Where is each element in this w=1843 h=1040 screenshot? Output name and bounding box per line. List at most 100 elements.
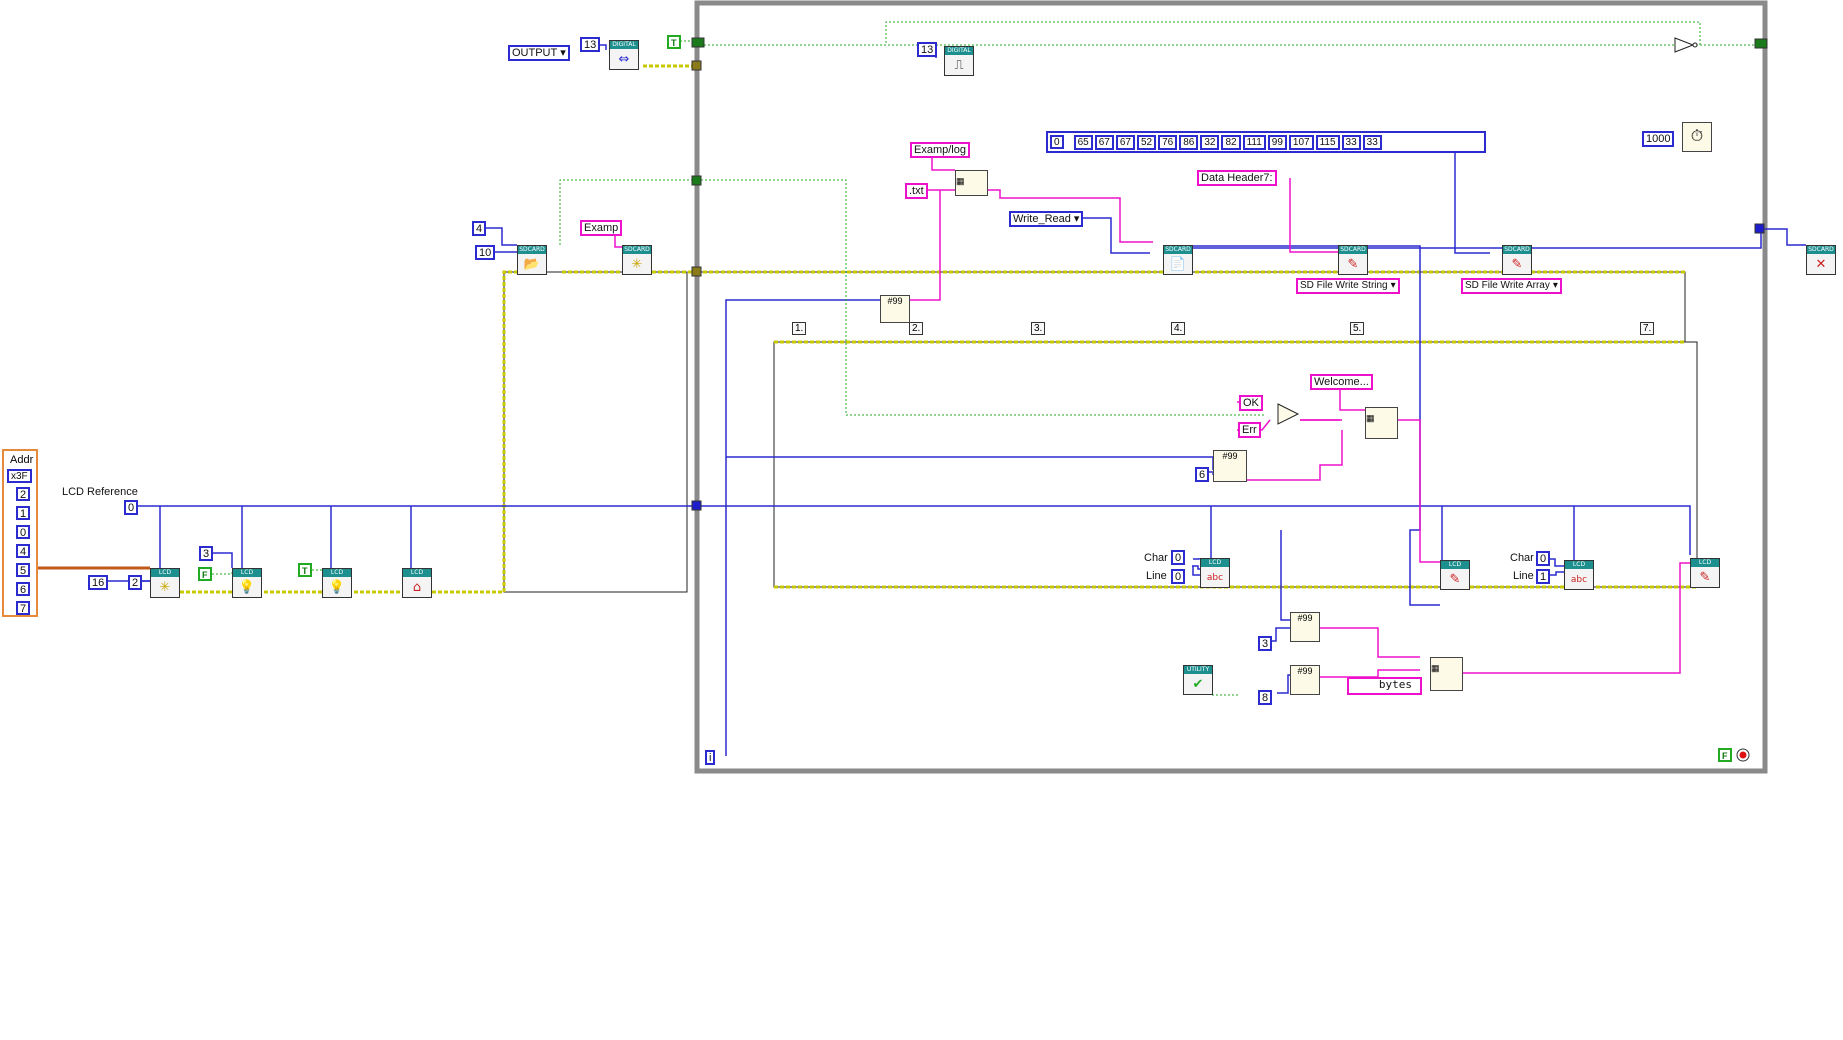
number-to-string-bytes[interactable]: #99 (1290, 612, 1320, 642)
lcd-backlight-vi[interactable]: LCD 💡 (232, 568, 262, 598)
array-element[interactable]: 33 (1362, 134, 1382, 150)
ok-constant[interactable]: OK (1239, 395, 1263, 411)
array-element[interactable]: 86 (1179, 134, 1199, 150)
lcd-header: LCD (403, 569, 431, 577)
check-icon: ✔ (1192, 677, 1204, 692)
array-index[interactable]: 0 (1050, 135, 1064, 149)
txt-constant[interactable]: .txt (905, 183, 928, 199)
number-to-string-frame2[interactable]: #99 (880, 295, 910, 323)
frame-label-2: 2. (909, 322, 924, 335)
home-icon: ⌂ (412, 580, 422, 595)
char-a-constant[interactable]: 0 (1171, 550, 1186, 565)
array-element[interactable]: 107 (1288, 134, 1314, 150)
array-element[interactable]: 111 (1242, 134, 1266, 150)
file-mode-enum[interactable]: Write_Read (1009, 211, 1084, 227)
free-memory-vi[interactable]: UTILITY ✔ (1183, 665, 1213, 695)
pin-mode-enum[interactable]: OUTPUT (508, 45, 570, 61)
addr-items: 2 1 0 4 5 6 7 (16, 487, 31, 620)
concat-strings-status[interactable]: ▦ (1365, 407, 1398, 439)
stop-false-constant[interactable]: F (1718, 748, 1732, 762)
addr-first[interactable]: x3F (7, 469, 32, 483)
number-to-string-status[interactable]: #99 (1213, 450, 1247, 482)
sequence-frame-inner (697, 271, 1697, 588)
bytes-constant[interactable]: bytes (1347, 677, 1422, 695)
data-header-constant[interactable]: Data Header7: (1197, 170, 1277, 186)
sdcard-header: SDCARD (1503, 246, 1531, 254)
cols-constant[interactable]: 16 (88, 575, 109, 590)
digital-write-vi[interactable]: DIGITAL ⎍ (944, 46, 974, 76)
array-element[interactable]: 76 (1158, 134, 1178, 150)
rows-constant[interactable]: 2 (128, 575, 143, 590)
concat-strings-filename[interactable]: ▦ (955, 170, 988, 196)
digital-header: DIGITAL (945, 47, 973, 55)
array-element[interactable]: 65 (1073, 134, 1093, 150)
array-element[interactable]: 32 (1200, 134, 1220, 150)
while-loop-border (694, 0, 1768, 774)
lcd-home-vi[interactable]: LCD ⌂ (402, 568, 432, 598)
sd-file-open-vi[interactable]: SDCARD 📄 (1163, 245, 1193, 275)
number-to-string-mem[interactable]: #99 (1290, 665, 1320, 695)
array-element[interactable]: 67 (1094, 134, 1114, 150)
addr-item[interactable]: 6 (16, 582, 31, 596)
lcd-display-vi[interactable]: LCD 💡 (322, 568, 352, 598)
lcd-write-vi[interactable]: LCD ✎ (1690, 558, 1720, 588)
concat-icon: ▦ (1366, 413, 1375, 423)
wait-ms-constant[interactable]: 1000 (1642, 131, 1675, 147)
concat-icon: ▦ (956, 176, 965, 186)
lcd-init-vi[interactable]: LCD ✳ (150, 568, 180, 598)
led-init-true-constant[interactable]: T (667, 35, 681, 49)
number-width-6-constant[interactable]: 6 (1195, 467, 1210, 482)
addr-item[interactable]: 7 (16, 601, 31, 615)
clock-icon: ⏱ (1690, 128, 1704, 145)
char-b-constant[interactable]: 0 (1536, 551, 1551, 566)
sd-open-vi[interactable]: SDCARD 📂 (517, 245, 547, 275)
addr-cluster[interactable]: Addr x3F 2 1 0 4 5 6 7 (2, 449, 38, 617)
sun-icon: ✳ (159, 580, 171, 595)
sd-close-vi[interactable]: SDCARD ✕ (1806, 245, 1836, 275)
line-a-constant[interactable]: 0 (1171, 569, 1186, 584)
sd-speed-constant[interactable]: 10 (475, 245, 496, 260)
array-element[interactable]: 33 (1341, 134, 1361, 150)
utility-header: UTILITY (1184, 666, 1212, 674)
addr-item[interactable]: 2 (16, 487, 31, 501)
loop-iteration-terminal: i (705, 750, 716, 765)
array-element[interactable]: 67 (1115, 134, 1135, 150)
pin-13-write-constant[interactable]: 13 (917, 42, 938, 57)
sd-write-string-enum[interactable]: SD File Write String (1296, 278, 1400, 294)
lcd-print-string-vi-2[interactable]: LCD abc (1564, 560, 1594, 590)
digital-pin-mode-vi[interactable]: DIGITAL ⇔ (609, 40, 639, 70)
sd-cs-constant[interactable]: 4 (472, 221, 487, 236)
display-true-constant[interactable]: T (298, 563, 312, 577)
examp-log-constant[interactable]: Examp/log (910, 142, 970, 158)
array-element[interactable]: 52 (1136, 134, 1157, 150)
digital-header: DIGITAL (610, 41, 638, 49)
lcd-reference-constant[interactable]: 0 (124, 500, 139, 515)
square-wave-icon: ⎍ (954, 58, 964, 73)
addr-item[interactable]: 5 (16, 563, 31, 577)
number-width-8-constant[interactable]: 8 (1258, 690, 1273, 705)
concat-strings-bytes[interactable]: ▦ (1430, 657, 1463, 691)
addr-item[interactable]: 0 (16, 525, 31, 539)
lcd-print-string-vi[interactable]: LCD abc (1200, 558, 1230, 588)
pin-13-constant[interactable]: 13 (580, 37, 601, 52)
wait-ms-vi[interactable]: ⏱ (1682, 122, 1712, 152)
sd-mkdir-vi[interactable]: SDCARD ✳ (622, 245, 652, 275)
addr-item[interactable]: 4 (16, 544, 31, 558)
examp-constant[interactable]: Examp (580, 220, 623, 236)
sd-write-array-vi[interactable]: SDCARD ✎ (1502, 245, 1532, 275)
array-element[interactable]: 82 (1221, 134, 1241, 150)
sd-write-string-vi[interactable]: SDCARD ✎ (1338, 245, 1368, 275)
array-element[interactable]: 115 (1315, 134, 1340, 150)
sd-write-array-enum[interactable]: SD File Write Array (1461, 278, 1562, 294)
backlight-level-constant[interactable]: 3 (199, 546, 214, 561)
line-b-constant[interactable]: 1 (1536, 569, 1551, 584)
addr-item[interactable]: 1 (16, 506, 31, 520)
backlight-false-constant[interactable]: F (198, 567, 212, 581)
number-width-3-constant[interactable]: 3 (1258, 636, 1273, 651)
array-element[interactable]: 99 (1267, 134, 1287, 150)
abc-text-icon: abc (1570, 575, 1588, 585)
welcome-constant[interactable]: Welcome... (1310, 374, 1373, 390)
err-constant[interactable]: Err (1238, 422, 1261, 438)
lcd-clear-write-vi[interactable]: LCD ✎ (1440, 560, 1470, 590)
